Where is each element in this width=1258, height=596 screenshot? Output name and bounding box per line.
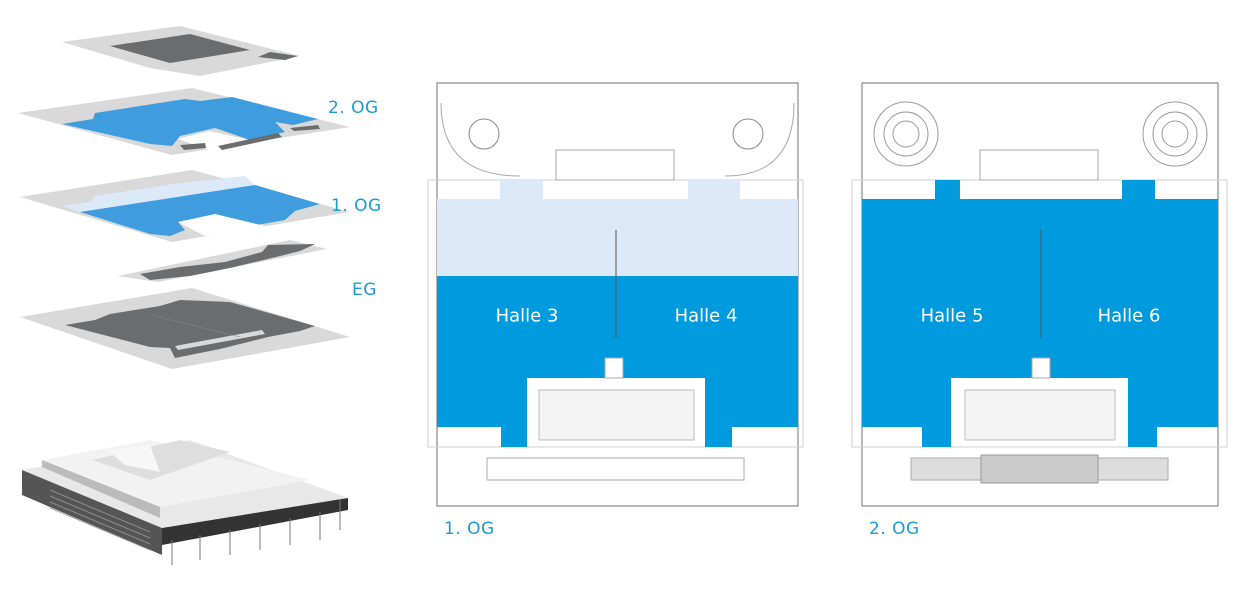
hall-label: Halle 5 bbox=[920, 305, 984, 327]
hall-label: Halle 4 bbox=[674, 305, 738, 327]
iso-building-model bbox=[22, 440, 348, 565]
plan-caption-1og: 1. OG bbox=[444, 519, 495, 539]
iso-layer-1og bbox=[20, 170, 350, 242]
iso-layer-2og bbox=[18, 88, 350, 155]
iso-roof-layer bbox=[62, 26, 300, 76]
hall-area-light bbox=[437, 199, 798, 276]
floor-plan-2og bbox=[851, 82, 1228, 507]
iso-layer-eg bbox=[118, 240, 327, 282]
iso-layer-basement bbox=[20, 288, 350, 369]
hall-area-dark bbox=[862, 180, 1218, 447]
hall-label: Halle 3 bbox=[495, 305, 559, 327]
iso-label-eg: EG bbox=[352, 280, 377, 300]
iso-label-1og: 1. OG bbox=[331, 196, 382, 216]
iso-label-2og: 2. OG bbox=[328, 98, 379, 118]
plan-caption-2og: 2. OG bbox=[869, 519, 920, 539]
floor-plan-1og bbox=[427, 82, 804, 507]
hall-label: Halle 6 bbox=[1097, 305, 1161, 327]
